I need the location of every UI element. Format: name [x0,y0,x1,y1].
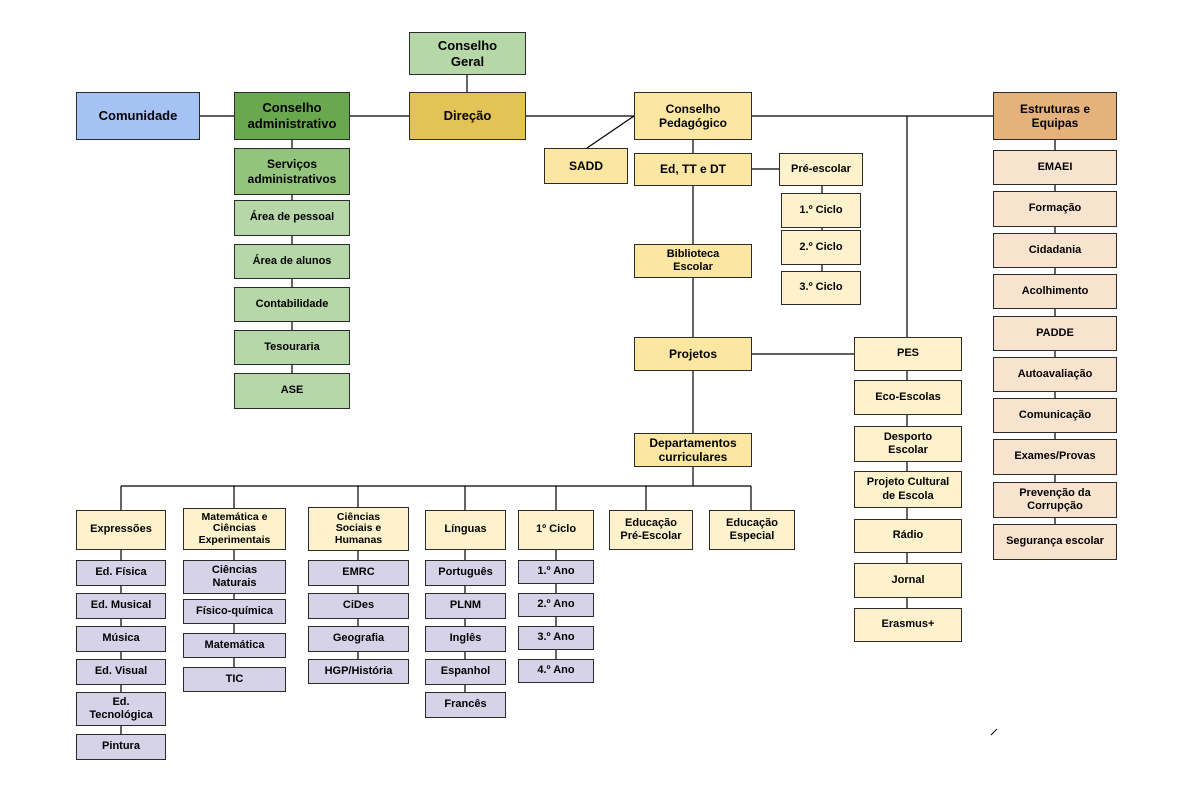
node-expressoes: Expressões [76,510,166,550]
node-fisico-quimica: Físico-química [183,599,286,624]
node-plnm: PLNM [425,593,506,619]
node-formacao: Formação [993,191,1117,227]
node-eco-escolas: Eco-Escolas [854,380,962,415]
node-ase: ASE [234,373,350,409]
node-portugues: Português [425,560,506,586]
node-seguranca-escolar: Segurança escolar [993,524,1117,560]
node-padde: PADDE [993,316,1117,351]
node-biblioteca-escolar: Biblioteca Escolar [634,244,752,278]
node-hgp-historia: HGP/História [308,659,409,684]
node-linguas: Línguas [425,510,506,550]
node-ed-tecnologica: Ed. Tecnológica [76,692,166,726]
node-departamentos-curriculares: Departamentos curriculares [634,433,752,467]
node-area-pessoal: Área de pessoal [234,200,350,236]
node-projeto-cultural: Projeto Cultural de Escola [854,471,962,508]
node-ed-tt-dt: Ed, TT e DT [634,153,752,186]
node-pre-escolar: Pré-escolar [779,153,863,186]
node-emaei: EMAEI [993,150,1117,185]
node-erasmus: Erasmus+ [854,608,962,642]
node-musica: Música [76,626,166,652]
node-sadd: SADD [544,148,628,184]
node-ed-visual: Ed. Visual [76,659,166,685]
node-ed-musical: Ed. Musical [76,593,166,619]
node-3-ano: 3.º Ano [518,626,594,650]
node-radio: Rádio [854,519,962,553]
node-conselho-administrativo: Conselho administrativo [234,92,350,140]
node-direcao: Direção [409,92,526,140]
node-tic: TIC [183,667,286,692]
node-tesouraria: Tesouraria [234,330,350,365]
node-educacao-pre-escolar: Educação Pré-Escolar [609,510,693,550]
node-matematica-ciencias-experimentais: Matemática e Ciências Experimentais [183,508,286,550]
node-matematica: Matemática [183,633,286,658]
node-pintura: Pintura [76,734,166,760]
node-projetos: Projetos [634,337,752,371]
node-2-ciclo: 2.º Ciclo [781,230,861,265]
node-cidadania: Cidadania [993,233,1117,268]
node-1o-ciclo-dept: 1º Ciclo [518,510,594,550]
node-emrc: EMRC [308,560,409,586]
node-espanhol: Espanhol [425,659,506,685]
node-ingles: Inglês [425,626,506,652]
node-ciencias-naturais: Ciências Naturais [183,560,286,594]
node-educacao-especial: Educação Especial [709,510,795,550]
node-4-ano: 4.º Ano [518,659,594,683]
node-estruturas-equipas: Estruturas e Equipas [993,92,1117,140]
stray-mark [990,728,998,736]
node-exames-provas: Exames/Provas [993,439,1117,475]
node-ed-fisica: Ed. Física [76,560,166,586]
node-cides: CiDes [308,593,409,619]
node-area-alunos: Área de alunos [234,244,350,279]
node-1-ano: 1.º Ano [518,560,594,584]
node-3-ciclo: 3.º Ciclo [781,271,861,305]
node-contabilidade: Contabilidade [234,287,350,322]
node-ciencias-sociais-humanas: Ciências Sociais e Humanas [308,507,409,551]
node-comunidade: Comunidade [76,92,200,140]
node-jornal: Jornal [854,563,962,598]
node-autoavaliacao: Autoavaliação [993,357,1117,392]
node-acolhimento: Acolhimento [993,274,1117,309]
node-conselho-pedagogico: Conselho Pedagógico [634,92,752,140]
node-2-ano: 2.º Ano [518,593,594,617]
node-pes: PES [854,337,962,371]
node-desporto-escolar: Desporto Escolar [854,426,962,462]
node-frances: Francês [425,692,506,718]
node-1-ciclo: 1.º Ciclo [781,193,861,228]
node-geografia: Geografia [308,626,409,652]
node-servicos-administrativos: Serviços administrativos [234,148,350,195]
node-comunicacao: Comunicação [993,398,1117,433]
node-prevencao-corrupcao: Prevenção da Corrupção [993,482,1117,518]
node-conselho-geral: Conselho Geral [409,32,526,75]
